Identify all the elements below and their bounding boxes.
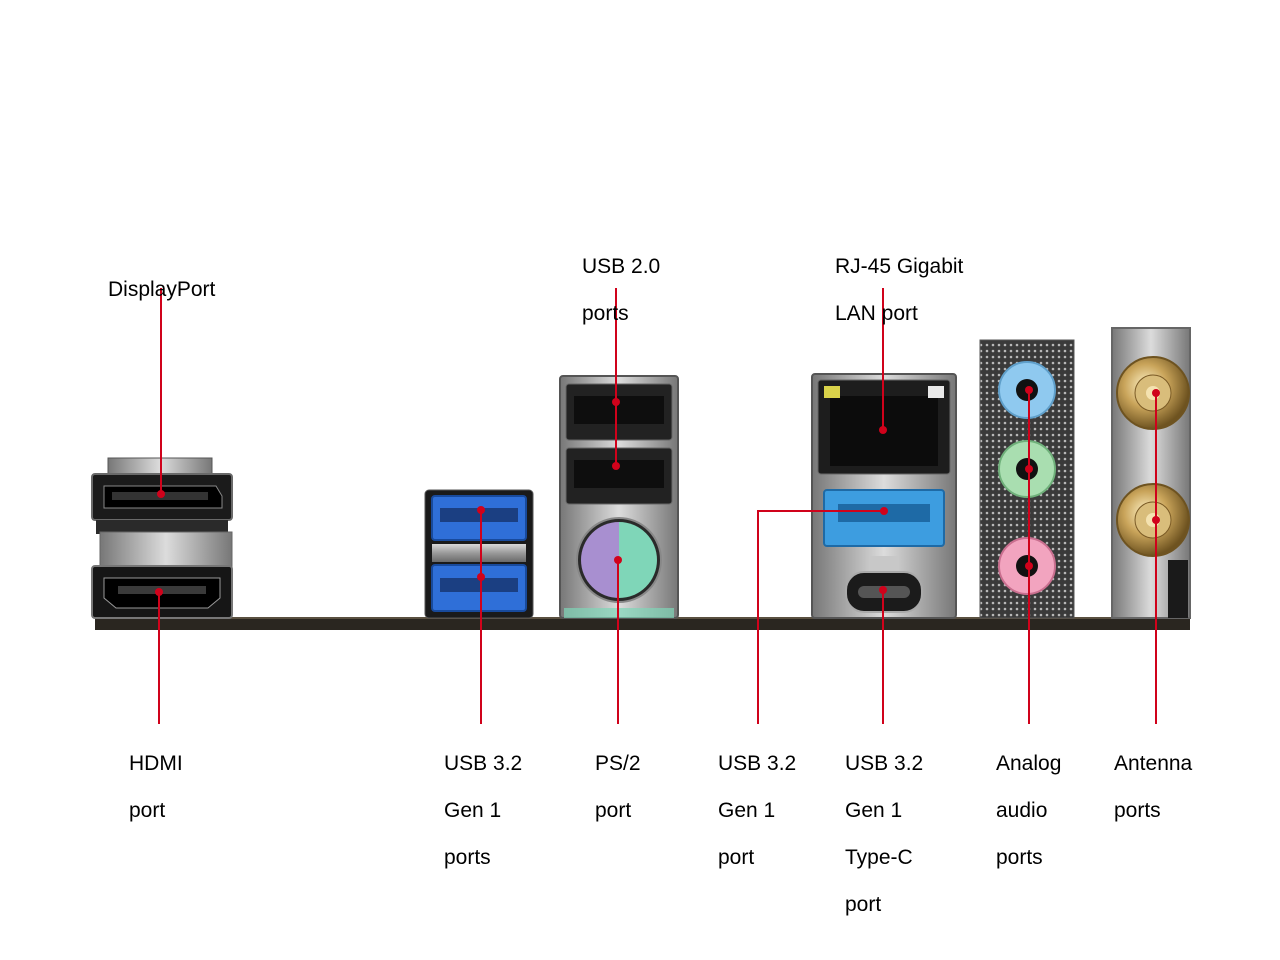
- label-line: USB 3.2: [444, 751, 523, 775]
- label-line: ports: [444, 845, 491, 869]
- label-line: port: [129, 798, 166, 822]
- label-line: DisplayPort: [108, 277, 216, 301]
- label-line: audio: [996, 798, 1048, 822]
- label-line: Type-C: [845, 845, 913, 869]
- label-line: USB 2.0: [582, 254, 661, 278]
- label-line: PS/2: [595, 751, 641, 775]
- label-usb32-typec: USB 3.2 Gen 1 Type-C port: [845, 728, 923, 940]
- leader-usb32-port: [757, 510, 884, 724]
- usb32-blue-stack: [424, 489, 534, 619]
- label-line: USB 3.2: [718, 751, 797, 775]
- label-displayport: DisplayPort: [108, 254, 215, 325]
- label-line: port: [718, 845, 755, 869]
- label-rj45: RJ-45 Gigabit LAN port: [835, 231, 963, 349]
- label-line: Gen 1: [444, 798, 502, 822]
- leader-dots: [155, 386, 1160, 596]
- label-usb32-ports: USB 3.2 Gen 1 ports: [444, 728, 522, 893]
- label-line: USB 3.2: [845, 751, 924, 775]
- label-usb32-port: USB 3.2 Gen 1 port: [718, 728, 796, 893]
- label-audio: Analog audio ports: [996, 728, 1061, 893]
- leader-lines: [158, 288, 1157, 724]
- label-line: ports: [996, 845, 1043, 869]
- antenna-stack: [1111, 327, 1191, 619]
- audio-stack: [979, 339, 1075, 619]
- label-line: Antenna: [1114, 751, 1193, 775]
- label-line: Gen 1: [845, 798, 903, 822]
- label-line: port: [595, 798, 632, 822]
- label-line: ports: [1114, 798, 1161, 822]
- label-line: port: [845, 892, 882, 916]
- label-hdmi: HDMI port: [129, 728, 183, 846]
- label-antenna: Antenna ports: [1114, 728, 1192, 846]
- label-line: Analog: [996, 751, 1062, 775]
- label-line: HDMI: [129, 751, 183, 775]
- label-line: RJ-45 Gigabit: [835, 254, 964, 278]
- label-line: LAN port: [835, 301, 918, 325]
- label-usb20: USB 2.0 ports: [582, 231, 660, 349]
- label-line: Gen 1: [718, 798, 776, 822]
- label-ps2: PS/2 port: [595, 728, 641, 846]
- label-line: ports: [582, 301, 629, 325]
- usb20-ps2-stack: [559, 375, 679, 619]
